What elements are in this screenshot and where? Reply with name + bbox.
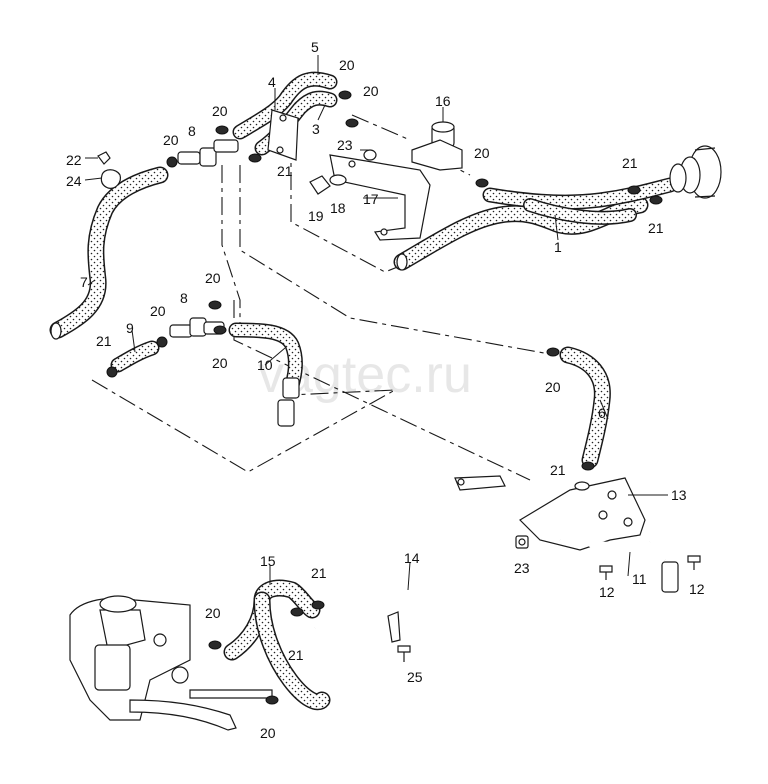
parts-18-19: [309, 149, 377, 195]
callout-6: 6: [598, 405, 606, 421]
callout-21-right-bottom: 21: [648, 220, 664, 236]
bolts-12: [599, 555, 701, 580]
callout-21-right-top: 21: [622, 155, 638, 171]
callout-20-far-left: 20: [163, 132, 179, 148]
callout-8-lower: 8: [180, 290, 188, 306]
leader-lines: [84, 55, 668, 591]
pipe-11: [559, 481, 679, 593]
callout-8-upper: 8: [188, 123, 196, 139]
callout-23-upper: 23: [337, 137, 353, 153]
callout-22: 22: [66, 152, 82, 168]
valve-16: [411, 121, 463, 171]
callout-24: 24: [66, 173, 82, 189]
upper-hose-connection: [232, 71, 338, 161]
callout-1: 1: [554, 239, 562, 255]
callout-7: 7: [80, 274, 88, 290]
callout-13: 13: [671, 487, 687, 503]
callout-14: 14: [404, 550, 420, 566]
clamps: [208, 90, 663, 705]
callout-20-bottom: 20: [260, 725, 276, 741]
grommet-right: [669, 145, 722, 199]
callout-16: 16: [435, 93, 451, 109]
callout-11: 11: [632, 571, 647, 587]
callout-21-upper: 21: [277, 163, 293, 179]
callout-3: 3: [312, 121, 320, 137]
callout-20-mid-top: 20: [205, 270, 221, 286]
heater-unit: [69, 595, 273, 731]
hose-7: [49, 166, 169, 340]
callout-12-right: 12: [689, 581, 705, 597]
callout-15: 15: [260, 553, 276, 569]
callout-20-mid-left: 20: [150, 303, 166, 319]
pipe-14: [314, 475, 526, 643]
hose-15: [223, 579, 331, 711]
callout-4: 4: [268, 74, 276, 90]
callout-21-mid-left: 21: [96, 333, 112, 349]
callout-20-right: 20: [474, 145, 490, 161]
callout-21-mid-right: 21: [550, 462, 566, 478]
hose-10: [228, 322, 303, 427]
callout-20-top2: 20: [363, 83, 379, 99]
hose-9: [106, 336, 168, 378]
callout-12-left: 12: [599, 584, 615, 600]
callout-9: 9: [126, 320, 134, 336]
callout-19: 19: [308, 208, 324, 224]
callout-labels: 5 20 20 4 3 20 20 8 21 16 23 20 17 18 19…: [66, 39, 705, 741]
bracket-17: [329, 154, 431, 241]
callout-23-lower: 23: [514, 560, 530, 576]
callout-20-top: 20: [339, 57, 355, 73]
hose-6: [559, 346, 611, 469]
assembly-outlines: [91, 114, 556, 481]
callout-10: 10: [257, 357, 273, 373]
callout-18: 18: [330, 200, 346, 216]
callout-17: 17: [363, 191, 379, 207]
bolt-25: [397, 645, 411, 662]
callout-20-mid-right: 20: [545, 379, 561, 395]
callout-20-upper-left: 20: [212, 103, 228, 119]
callout-20-lower-left: 20: [205, 605, 221, 621]
callout-5: 5: [311, 39, 319, 55]
callout-25: 25: [407, 669, 423, 685]
nut-23-lower: [515, 535, 529, 549]
callout-20-mid-bottom: 20: [212, 355, 228, 371]
connector-8-upper: [166, 139, 239, 168]
hose-1: [393, 177, 678, 271]
clip-22-24: [97, 151, 121, 189]
callout-21-lower-mid: 21: [288, 647, 304, 663]
callout-21-lower-right: 21: [311, 565, 327, 581]
